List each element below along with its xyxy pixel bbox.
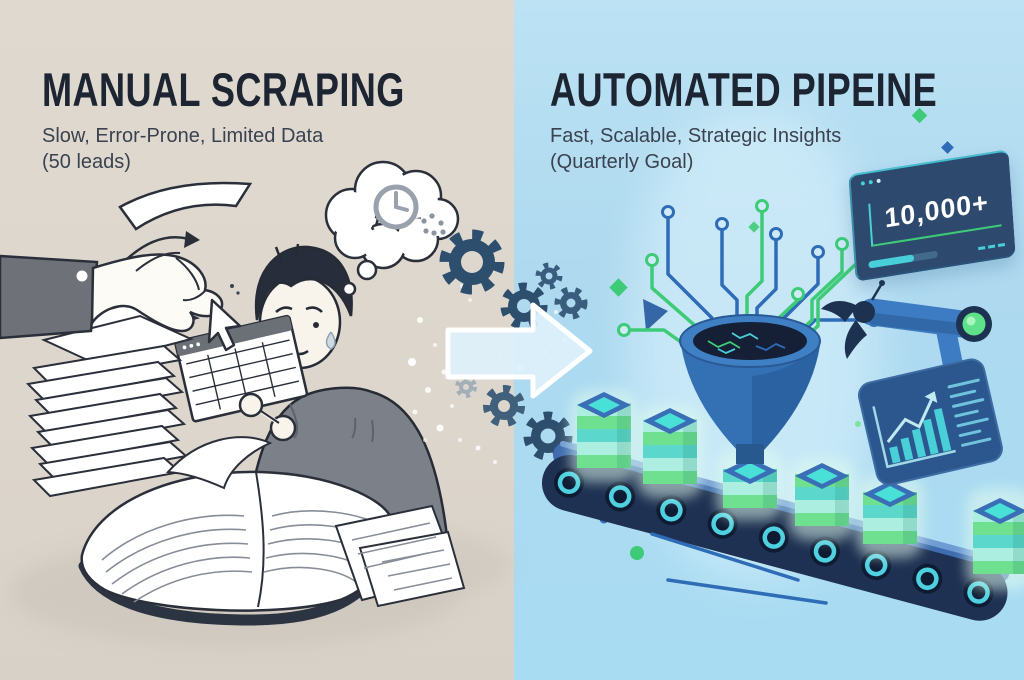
- screen-dashes-icon: [978, 242, 1006, 251]
- automated-subtitle-goal: (Quarterly Goal): [550, 151, 694, 174]
- manual-title: MANUAL SCRAPING: [42, 64, 405, 117]
- screen-progress-bar: [868, 250, 938, 269]
- speed-lines: [650, 532, 828, 605]
- data-cube: [788, 458, 856, 540]
- manual-subtitle: Slow, Error-Prone, Limited Data: [42, 125, 324, 147]
- chart-bars-icon: [889, 408, 952, 464]
- automated-header: AUTOMATED PIPEINE Fast, Scalable, Strate…: [550, 64, 1011, 176]
- reaching-hand-illustration: [0, 231, 240, 340]
- data-cube: [856, 476, 924, 558]
- data-cube: [716, 448, 784, 520]
- worker-hands: [238, 392, 396, 475]
- thought-bubble-icon: [324, 160, 460, 297]
- circuit-traces-icon: [617, 199, 913, 357]
- motion-arrow-icon: [126, 235, 190, 260]
- gear-icon: [523, 411, 573, 461]
- gears-bottom-cluster: [455, 376, 573, 461]
- open-book-illustration: [78, 436, 400, 626]
- funnel-icon: [679, 314, 821, 464]
- gear-icon: [554, 286, 588, 320]
- paper-stack-illustration: [25, 296, 200, 498]
- transform-arrow-icon: [445, 302, 593, 399]
- stress-marks-icon: [274, 243, 300, 264]
- gear-icon: [483, 385, 525, 427]
- manual-header: MANUAL SCRAPING Slow, Error-Prone, Limit…: [42, 64, 474, 176]
- loose-papers-illustration: [334, 504, 466, 608]
- gears-top-cluster: [439, 229, 588, 330]
- cursor-icon: [207, 298, 242, 352]
- screen-status-dots-icon: [860, 178, 881, 186]
- data-cube: [966, 488, 1024, 590]
- turning-page: [165, 436, 273, 490]
- thought-dots: [421, 213, 446, 236]
- gear-icon: [439, 229, 505, 295]
- gear-icon: [455, 376, 477, 398]
- data-cube: [636, 406, 704, 498]
- leads-counter-value: 10,000+: [868, 183, 1002, 247]
- sweat-drop-icon: [325, 331, 336, 350]
- worker-hair: [254, 245, 353, 321]
- automated-title: AUTOMATED PIPEINE: [550, 64, 938, 117]
- gear-icon: [535, 262, 563, 290]
- data-cube-stacks: [570, 390, 1024, 590]
- sleeve-cuff: [0, 254, 99, 340]
- floating-paper-icon: [118, 181, 253, 231]
- analytics-panel-icon: [857, 358, 1003, 486]
- hand: [90, 253, 224, 333]
- manual-subtitle-leads: (50 leads): [42, 151, 131, 174]
- panel-text-lines: [947, 378, 992, 447]
- data-cube: [570, 390, 638, 482]
- automated-subtitle: Fast, Scalable, Strategic Insights: [550, 125, 842, 147]
